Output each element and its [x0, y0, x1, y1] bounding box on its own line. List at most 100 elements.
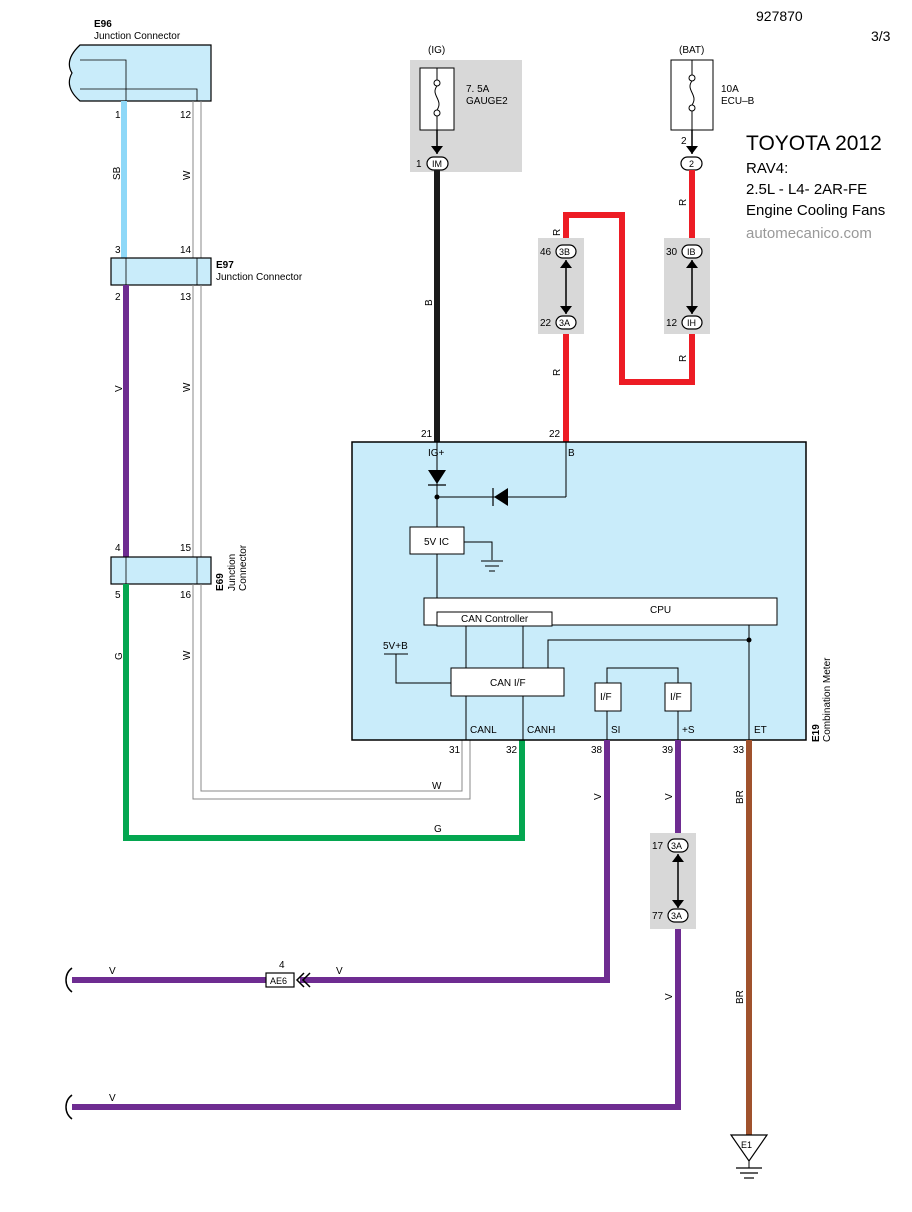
- title-system: Engine Cooling Fans: [746, 202, 885, 219]
- wire-label-v-5: V: [664, 793, 675, 800]
- e69-pin-5: 5: [115, 590, 121, 601]
- title-make-year: TOYOTA 2012: [746, 132, 882, 155]
- e69-name-1: Junction: [227, 554, 238, 591]
- meter-pin-22: 22: [549, 429, 561, 440]
- wire-label-v-7: V: [109, 1093, 116, 1104]
- connector-e96: E96 Junction Connector 1 12: [68, 19, 212, 121]
- wire-label-r-2: R: [552, 229, 563, 236]
- meter-pin-38: 38: [591, 745, 603, 756]
- wire-label-g-2: G: [434, 824, 442, 835]
- c1b-pin: 30: [666, 247, 678, 258]
- wire-label-w-2: W: [182, 382, 193, 392]
- canl-label: CANL: [470, 725, 497, 736]
- connector-ae6: 4 AE6: [265, 960, 311, 988]
- page-number: 3/3: [871, 28, 891, 44]
- c3b-pin: 46: [540, 247, 552, 258]
- wire-v-s-lower: [72, 920, 681, 1110]
- wire-label-w-4: W: [432, 781, 442, 792]
- meter-label-b: B: [568, 448, 575, 459]
- fuse-ecu-b: (BAT) 10A ECU–B 2 2: [670, 45, 755, 171]
- c1h-pin: 12: [666, 318, 678, 329]
- e96-pin-12: 12: [180, 110, 192, 121]
- e96-name: Junction Connector: [94, 31, 181, 42]
- cpu-label: CPU: [650, 605, 671, 616]
- wire-label-br-2: BR: [735, 990, 746, 1004]
- fuse-ig-rating: 7. 5A: [466, 84, 490, 95]
- wire-v-si: [300, 740, 610, 983]
- wire-label-r-1: R: [678, 199, 689, 206]
- connector-e69: 4 15 5 16 E69 Junction Connector: [110, 543, 249, 601]
- meter-pin-31: 31: [449, 745, 461, 756]
- c1h-code: IH: [687, 318, 696, 328]
- c3a-mid-bottom-code: 3A: [671, 911, 682, 921]
- e97-pin-2: 2: [115, 292, 121, 303]
- e97-code: E97: [216, 260, 234, 271]
- meter-label-ig: IG+: [428, 448, 445, 459]
- connector-e97: 3 14 2 13 E97 Junction Connector: [110, 245, 303, 303]
- e96-pin-1: 1: [115, 110, 121, 121]
- wire-r-loop: [563, 212, 695, 385]
- if1-label: I/F: [600, 692, 612, 703]
- wire-label-v-1: V: [114, 385, 125, 392]
- meter-name: Combination Meter: [822, 657, 833, 742]
- e69-pin-4: 4: [115, 543, 121, 554]
- combination-meter-e19: 21 22 IG+ B 5V IC CPU CAN Controller C: [351, 429, 833, 756]
- e69-pin-15: 15: [180, 543, 192, 554]
- if2-label: I/F: [670, 692, 682, 703]
- fuse-gauge2: (IG) 7. 5A GAUGE2 IM 1: [410, 45, 522, 172]
- e97-pin-14: 14: [180, 245, 192, 256]
- wire-w-upper: [192, 101, 202, 258]
- wire-label-sb: SB: [112, 166, 123, 180]
- fuse-bat-rating: 10A: [721, 84, 739, 95]
- inline-connector-3b-3a: 3B 46 3A 22: [538, 238, 584, 334]
- si-label: SI: [611, 725, 620, 736]
- source-site: automecanico.com: [746, 225, 872, 242]
- wire-w-middle: [192, 285, 202, 557]
- can-controller-label: CAN Controller: [461, 614, 529, 625]
- doc-number: 927870: [756, 8, 803, 24]
- ae6-pin: 4: [279, 960, 285, 971]
- inline-connector-3a-3a: 3A 17 3A 77: [650, 833, 696, 929]
- wire-g: [123, 584, 525, 841]
- wire-label-w-3: W: [182, 650, 193, 660]
- title-model: RAV4:: [746, 160, 788, 177]
- ground-icon: E1: [729, 1134, 769, 1179]
- wire-label-br-1: BR: [735, 790, 746, 804]
- wire-label-v-6: V: [664, 993, 675, 1000]
- fuse-ig-connector: IM: [432, 159, 442, 169]
- c1b-code: IB: [687, 247, 696, 257]
- et-label: ET: [754, 725, 767, 736]
- wire-label-w-1: W: [182, 170, 193, 180]
- ae6-code: AE6: [270, 976, 287, 986]
- wire-break-icon-2: [65, 1094, 73, 1120]
- meter-pin-21: 21: [421, 429, 433, 440]
- wire-w-lower: [192, 584, 471, 800]
- wire-break-icon-1: [65, 967, 73, 993]
- can-if-label: CAN I/F: [490, 678, 526, 689]
- e97-pin-13: 13: [180, 292, 192, 303]
- wire-label-r-4: R: [552, 369, 563, 376]
- c3a-mid-bottom-pin: 77: [652, 911, 664, 922]
- meter-pin-39: 39: [662, 745, 674, 756]
- fuse-bat-name: ECU–B: [721, 96, 755, 107]
- meter-pin-32: 32: [506, 745, 518, 756]
- wire-label-g-1: G: [114, 652, 125, 660]
- e69-code: E69: [215, 573, 226, 591]
- c3b-code: 3B: [559, 247, 570, 257]
- c3a-pin: 22: [540, 318, 552, 329]
- fuse-ig-source: (IG): [428, 45, 445, 56]
- s-label: +S: [682, 725, 695, 736]
- inline-connector-ib-ih: IB 30 IH 12: [664, 238, 710, 334]
- fuse-ig-name: GAUGE2: [466, 96, 508, 107]
- fuse-bat-pin-top: 2: [681, 136, 687, 147]
- fuse-ig-pin: 1: [416, 159, 422, 170]
- e96-code: E96: [94, 19, 112, 30]
- wire-label-v-4: V: [109, 966, 116, 977]
- e97-name: Junction Connector: [216, 272, 303, 283]
- ground-code: E1: [741, 1140, 752, 1150]
- c3a-mid-top-code: 3A: [671, 841, 682, 851]
- title-engine: 2.5L - L4- 2AR-FE: [746, 181, 867, 198]
- wire-label-v-2: V: [593, 793, 604, 800]
